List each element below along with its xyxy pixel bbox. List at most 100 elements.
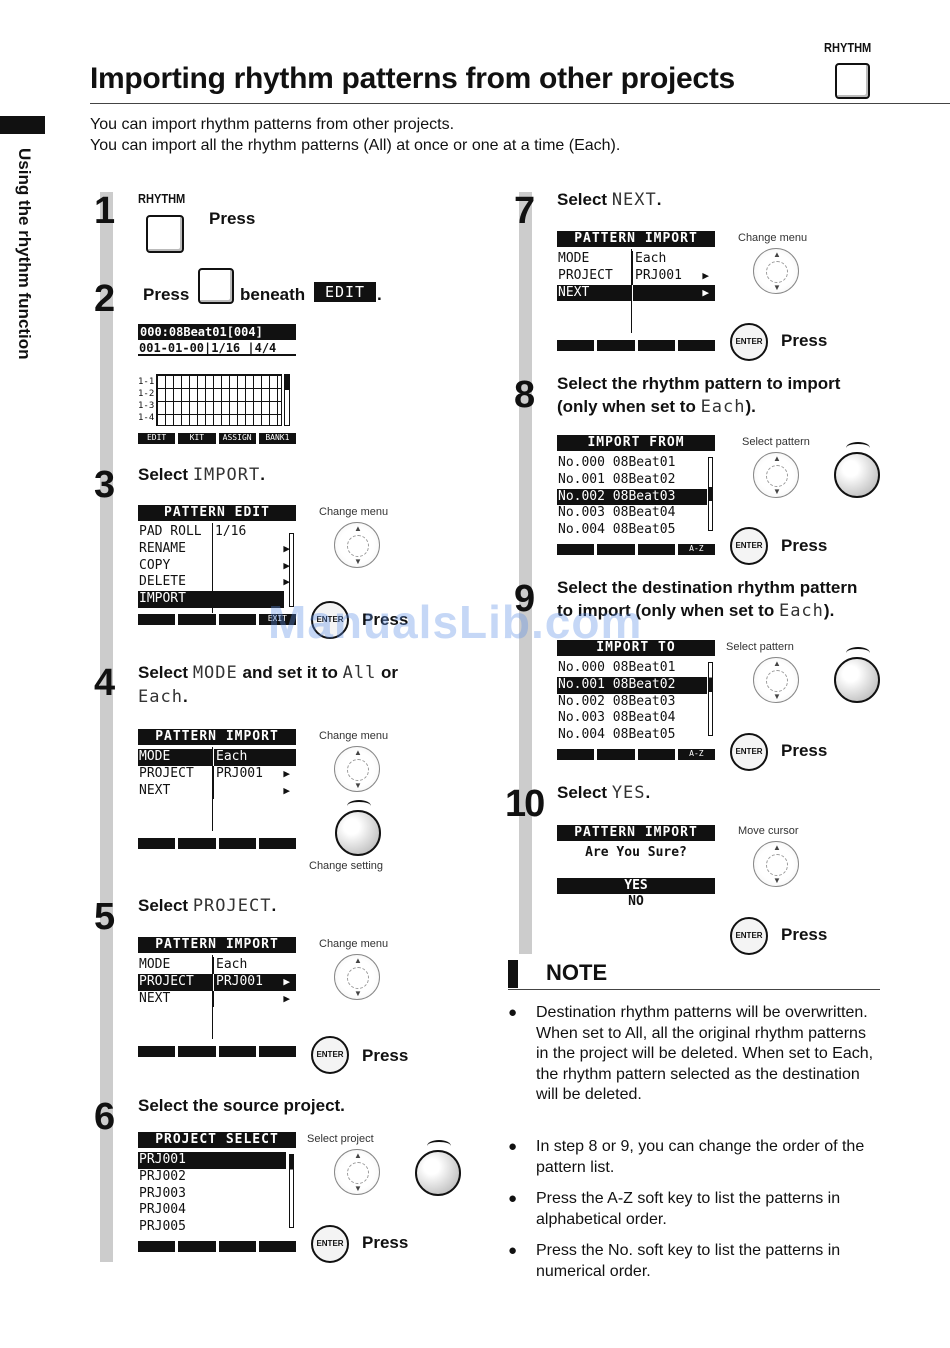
lcd-grid-scrollbar [284, 374, 290, 426]
step-3-instruction: Select IMPORT. [138, 465, 265, 485]
lcd-step-grid [156, 374, 282, 426]
enter-key-icon: ENTER [730, 733, 768, 771]
step-6-instruction: Select the source project. [138, 1096, 345, 1115]
lcd-list-item: No.004 08Beat05 [558, 522, 676, 538]
lcd-row-label: NEXT [139, 990, 171, 1006]
step-10-instruction: Select YES. [557, 783, 651, 803]
lcd-list-item-selected: No.001 08Beat02 [558, 676, 676, 692]
lcd-grid-row-label: 1-2 [138, 389, 155, 399]
lcd-row-value: Each [632, 251, 715, 268]
step-6-press: Press [362, 1233, 409, 1252]
step-1-press: Press [209, 209, 256, 228]
lcd-row-value: PRJ001 [213, 973, 296, 991]
lcd-list-item: No.000 08Beat01 [558, 455, 676, 470]
lcd-option-no: NO [628, 893, 644, 909]
step-6-number: 6 [94, 1096, 115, 1138]
enter-key-icon: ENTER [311, 1225, 349, 1263]
header-rhythm-label: RHYTHM [824, 40, 872, 55]
lcd-title: PATTERN IMPORT [557, 231, 715, 247]
lcd-list-item: No.003 08Beat04 [558, 505, 676, 521]
lcd-question: Are You Sure? [585, 845, 687, 860]
lcd-row-label: RENAME [139, 540, 186, 556]
lcd-row-value: Each [213, 957, 296, 974]
lcd-grid-row-label: 1-4 [138, 413, 155, 423]
caption-move-cursor: Move cursor [738, 825, 799, 837]
lcd-import-to: IMPORT TO No.000 08Beat01 No.001 08Beat0… [557, 640, 715, 760]
intro-line-2: You can import all the rhythm patterns (… [90, 137, 621, 154]
lcd-row-label: NEXT [139, 782, 171, 798]
lcd-row-label: PROJECT [139, 765, 194, 781]
dial-icon [335, 800, 381, 856]
note-item: Press the No. soft key to list the patte… [508, 1241, 880, 1282]
lcd-softkey-az: A-Z [677, 749, 715, 760]
step-8-press: Press [781, 536, 828, 555]
note-bar [508, 960, 518, 988]
cursor-pad-icon: ▲▼ [334, 954, 380, 1000]
enter-key-icon: ENTER [730, 917, 768, 955]
intro-line-1: You can import rhythm patterns from othe… [90, 116, 455, 133]
step-1-number: 1 [94, 190, 115, 232]
cursor-pad-icon: ▲▼ [753, 841, 799, 887]
lcd-row-label-selected: MODE [139, 749, 171, 764]
lcd-row-value: PRJ001 [632, 267, 715, 285]
side-tab-marker [0, 116, 45, 134]
step-8-number: 8 [514, 374, 535, 416]
step-9-press: Press [781, 741, 828, 760]
lcd-row-label: PAD ROLL [139, 524, 202, 539]
rhythm-button-icon [835, 63, 870, 99]
step-1-rhythm-label: RHYTHM [138, 191, 186, 206]
cursor-pad-icon: ▲▼ [753, 248, 799, 294]
enter-key-icon: ENTER [730, 527, 768, 565]
caption-select-pattern: Select pattern [726, 641, 794, 653]
lcd-softkey-az: A-Z [677, 544, 715, 555]
lcd-row-label-selected: NEXT [558, 284, 590, 300]
cursor-pad-icon: ▲▼ [334, 522, 380, 568]
lcd-row-label: MODE [558, 251, 590, 266]
lcd-title: PROJECT SELECT [138, 1132, 296, 1148]
lcd-list-item-selected: No.002 08Beat03 [558, 488, 676, 504]
step-10-press: Press [781, 925, 828, 944]
lcd-softkey-exit: EXIT [258, 614, 296, 625]
caption-change-menu: Change menu [319, 730, 389, 742]
step-7-instruction: Select NEXT. [557, 190, 662, 210]
soft-key-button-icon [198, 268, 234, 304]
rhythm-button-icon [146, 215, 184, 253]
step-7-number: 7 [514, 190, 535, 232]
lcd-option-yes: YES [557, 877, 715, 894]
page-title: Importing rhythm patterns from other pro… [90, 62, 735, 95]
lcd-title: IMPORT TO [557, 640, 715, 656]
edit-key-label: EDIT [314, 282, 376, 302]
cursor-pad-icon: ▲▼ [334, 1149, 380, 1195]
lcd-softkey-assign: ASSIGN [218, 433, 256, 444]
lcd-title: PATTERN IMPORT [557, 825, 715, 841]
lcd-grid-line-2: 001-01-00|1/16 |4/4 [138, 340, 296, 356]
lcd-list-item-selected: PRJ001 [139, 1152, 186, 1167]
lcd-row-label: PROJECT [558, 267, 613, 283]
step-4-number: 4 [94, 662, 115, 704]
lcd-row-label: MODE [139, 957, 171, 972]
lcd-list-item: No.000 08Beat01 [558, 660, 676, 675]
step-2-beneath: beneath [240, 285, 306, 304]
enter-key-icon: ENTER [730, 323, 768, 361]
watermark: ManualsLib.com [268, 596, 643, 648]
caption-change-menu: Change menu [738, 232, 808, 244]
note-divider [508, 989, 880, 990]
lcd-row-value: 1/16 [215, 524, 247, 539]
caption-change-setting: Change setting [309, 860, 383, 872]
lcd-title: PATTERN EDIT [138, 505, 296, 521]
lcd-list-item: PRJ003 [139, 1185, 186, 1201]
header-divider [90, 103, 950, 104]
lcd-import-from: IMPORT FROM No.000 08Beat01 No.001 08Bea… [557, 435, 715, 555]
lcd-title: IMPORT FROM [557, 435, 715, 451]
left-step-bar [100, 192, 113, 1262]
lcd-confirm: PATTERN IMPORT Are You Sure? YES NO [557, 825, 715, 921]
step-3-press: Press [362, 610, 409, 629]
lcd-row-label: DELETE [139, 574, 186, 590]
step-2-press: Press [143, 285, 190, 304]
lcd-softkey-kit: KIT [178, 433, 216, 444]
side-section-label: Using the rhythm function [15, 148, 34, 360]
